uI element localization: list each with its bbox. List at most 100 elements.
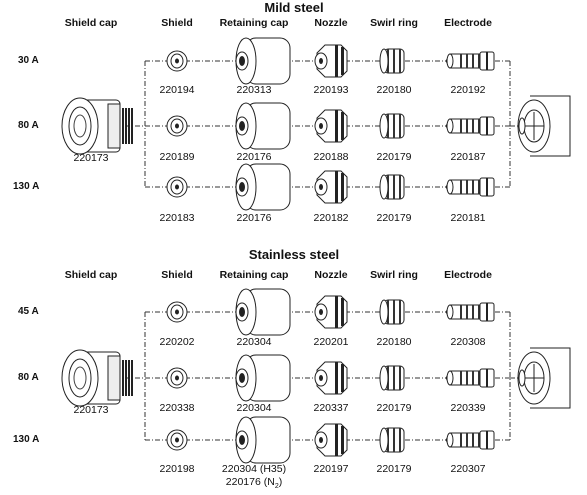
part-number: 220188 — [313, 151, 349, 163]
nozzle-part — [335, 296, 338, 328]
shield-cap-part — [107, 355, 121, 401]
shield-cap-part — [125, 108, 127, 144]
amp-label: 130 A — [13, 434, 40, 445]
electrode-part — [460, 119, 462, 133]
nozzle-part — [341, 364, 344, 392]
part-number: 220202 — [159, 336, 195, 348]
retaining-cap-part — [239, 307, 245, 317]
part-number: 220187 — [450, 151, 486, 163]
header-nozzle: Nozzle — [314, 269, 348, 281]
swirl-ring-part — [379, 174, 389, 200]
electrode-part — [472, 119, 474, 133]
swirl-ring-part — [379, 365, 389, 391]
part-number: 220183 — [159, 212, 195, 224]
header-nozzle: Nozzle — [314, 17, 348, 29]
electrode-part — [472, 54, 474, 68]
electrode-part — [466, 119, 468, 133]
header-swirl-ring: Swirl ring — [370, 269, 418, 281]
retaining-cap-part — [239, 121, 245, 131]
shield-cap-part — [73, 366, 87, 390]
nozzle-part — [316, 170, 348, 204]
nozzle-part — [335, 45, 338, 77]
part-number: 220201 — [313, 336, 349, 348]
electrode-part — [446, 432, 454, 448]
amp-label: 45 A — [18, 306, 39, 317]
shield-cap-part — [131, 108, 133, 144]
amp-label: 80 A — [18, 372, 39, 383]
electrode-part — [486, 303, 488, 321]
nozzle-part — [341, 426, 344, 454]
electrode-part — [478, 371, 480, 385]
header-shield-cap: Shield cap — [64, 269, 118, 281]
part-number: 220179 — [376, 151, 412, 163]
electrode-part — [466, 180, 468, 194]
electrode-part — [486, 52, 488, 70]
part-number: 220179 — [376, 402, 412, 414]
shield-cap-part — [122, 108, 124, 144]
electrode-part — [446, 304, 454, 320]
part-number: 220176 — [236, 151, 272, 163]
part-number: 220313 — [236, 84, 272, 96]
shield-cap-part-number: 220173 — [73, 152, 109, 164]
shield-part — [175, 437, 179, 443]
swirl-ring-part — [393, 366, 395, 390]
shield-part — [175, 58, 179, 64]
shield-cap-part — [122, 360, 124, 396]
part-number: 220197 — [313, 463, 349, 475]
retaining-cap-part — [239, 373, 245, 383]
nozzle-part — [316, 423, 348, 457]
part-number: 220307 — [450, 463, 486, 475]
shield-part — [175, 184, 179, 190]
part-number: 220304 — [236, 336, 272, 348]
nozzle-part — [319, 375, 323, 381]
electrode-part — [446, 118, 454, 134]
part-number: 220181 — [450, 212, 486, 224]
part-number: 220308 — [450, 336, 486, 348]
nozzle-part — [341, 298, 344, 326]
header-swirl-ring: Swirl ring — [370, 17, 418, 29]
part-number: 220179 — [376, 463, 412, 475]
section-title-stainless-steel: Stainless steel — [248, 247, 340, 262]
part-number-alt-close: ) — [278, 476, 283, 488]
swirl-ring-part — [399, 114, 401, 138]
shield-cap-part — [128, 360, 130, 396]
part-number: 220193 — [313, 84, 349, 96]
electrode-part — [446, 370, 454, 386]
swirl-ring-part — [393, 175, 395, 199]
nozzle-part — [319, 184, 323, 190]
torch-part — [518, 369, 526, 387]
nozzle-part — [319, 309, 323, 315]
part-number: 220192 — [450, 84, 486, 96]
electrode-part — [478, 305, 480, 319]
electrode-part — [486, 369, 488, 387]
electrode-part — [478, 54, 480, 68]
electrode-part — [446, 53, 454, 69]
shield-part — [175, 309, 179, 315]
part-number: 220304 — [236, 402, 272, 414]
swirl-ring-part — [379, 48, 389, 74]
part-number: 220198 — [159, 463, 195, 475]
header-electrode: Electrode — [444, 269, 492, 281]
electrode-part — [486, 178, 488, 196]
electrode-part — [466, 371, 468, 385]
electrode-part — [478, 180, 480, 194]
swirl-ring-part — [393, 428, 395, 452]
nozzle-part — [335, 362, 338, 394]
part-number: 220182 — [313, 212, 349, 224]
part-number: 220194 — [159, 84, 195, 96]
part-number-alt-text: 220176 (N — [225, 476, 275, 488]
swirl-ring-part — [399, 428, 401, 452]
part-number: 220176 — [236, 212, 272, 224]
shield-cap-part — [128, 108, 130, 144]
electrode-part — [460, 54, 462, 68]
header-retaining-cap: Retaining cap — [219, 269, 289, 281]
electrode-part — [460, 433, 462, 447]
nozzle-part — [319, 437, 323, 443]
nozzle-part — [335, 424, 338, 456]
part-number: 220189 — [159, 151, 195, 163]
torch-part — [518, 117, 526, 135]
nozzle-part — [335, 171, 338, 203]
electrode-part — [460, 371, 462, 385]
retaining-cap-part — [239, 182, 245, 192]
